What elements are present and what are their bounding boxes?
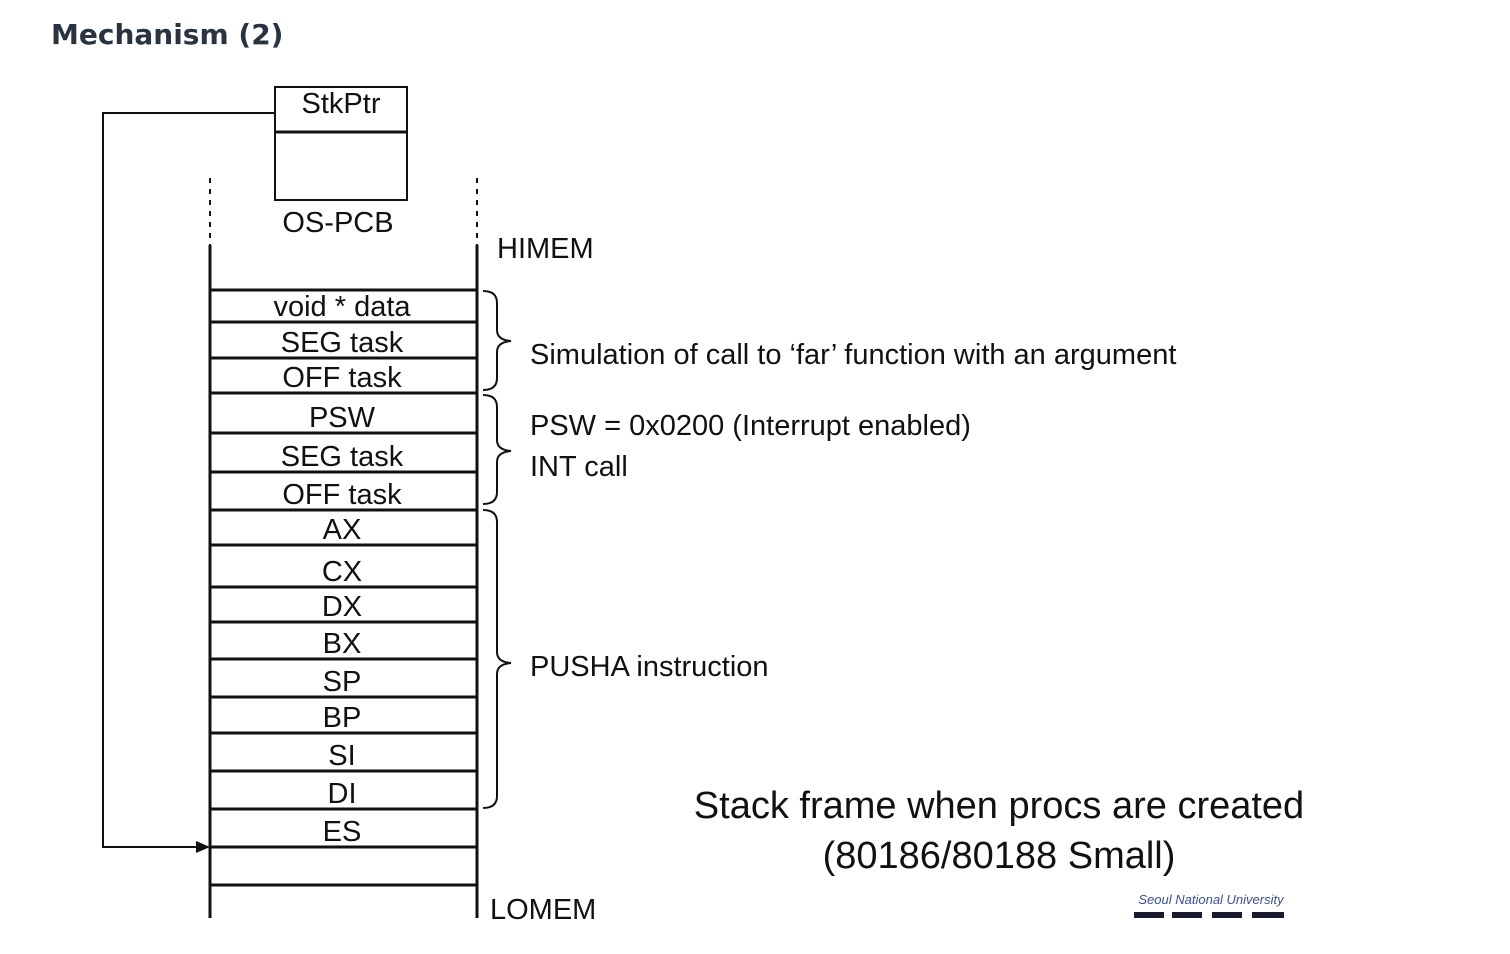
- stack-cell-label: BP: [323, 702, 362, 734]
- himem-label: HIMEM: [497, 233, 594, 265]
- page-title: Mechanism (2): [51, 18, 284, 51]
- int-call-note: INT call: [530, 451, 628, 483]
- stack-cell-label: void * data: [273, 291, 411, 323]
- stack-cell-label: BX: [323, 628, 362, 660]
- stack-pointer-line: [102, 112, 275, 848]
- logo-mark: [1134, 912, 1284, 918]
- stack-cell-dividers: [210, 288, 477, 887]
- brace-int-call: [482, 394, 512, 505]
- stack-pointer-arrowhead: [196, 841, 210, 853]
- os-pcb-label: OS-PCB: [282, 207, 393, 239]
- brace-pusha: [482, 509, 512, 809]
- stack-cell-label: DI: [328, 778, 357, 810]
- caption-line-1: Stack frame when procs are created: [694, 785, 1304, 827]
- psw-note: PSW = 0x0200 (Interrupt enabled): [530, 410, 971, 442]
- stkptr-label: StkPtr: [302, 88, 381, 120]
- stack-cell-label: SI: [328, 740, 355, 772]
- lomem-label: LOMEM: [490, 894, 596, 926]
- logo-text: Seoul National University: [1138, 892, 1285, 907]
- stack-cell-label: OFF task: [282, 479, 402, 511]
- far-call-note: Simulation of call to ‘far’ function wit…: [530, 339, 1176, 371]
- brace-far-call: [482, 290, 512, 391]
- stack-cell-label: SEG task: [281, 327, 404, 359]
- stack-cell-label: ES: [323, 816, 362, 848]
- stack-cell-label: OFF task: [282, 362, 402, 394]
- stack-cell-label: SEG task: [281, 441, 404, 473]
- stack-cell-label: SP: [323, 666, 362, 698]
- caption-line-2: (80186/80188 Small): [823, 835, 1176, 877]
- stack-cell-label: DX: [322, 591, 362, 623]
- stack-cell-label: PSW: [309, 402, 376, 434]
- university-logo: Seoul National University: [1134, 892, 1285, 918]
- stack-cell-label: CX: [322, 556, 362, 588]
- pusha-note: PUSHA instruction: [530, 651, 769, 683]
- os-pcb-box: [274, 86, 408, 201]
- stack-cell-label: AX: [323, 514, 362, 546]
